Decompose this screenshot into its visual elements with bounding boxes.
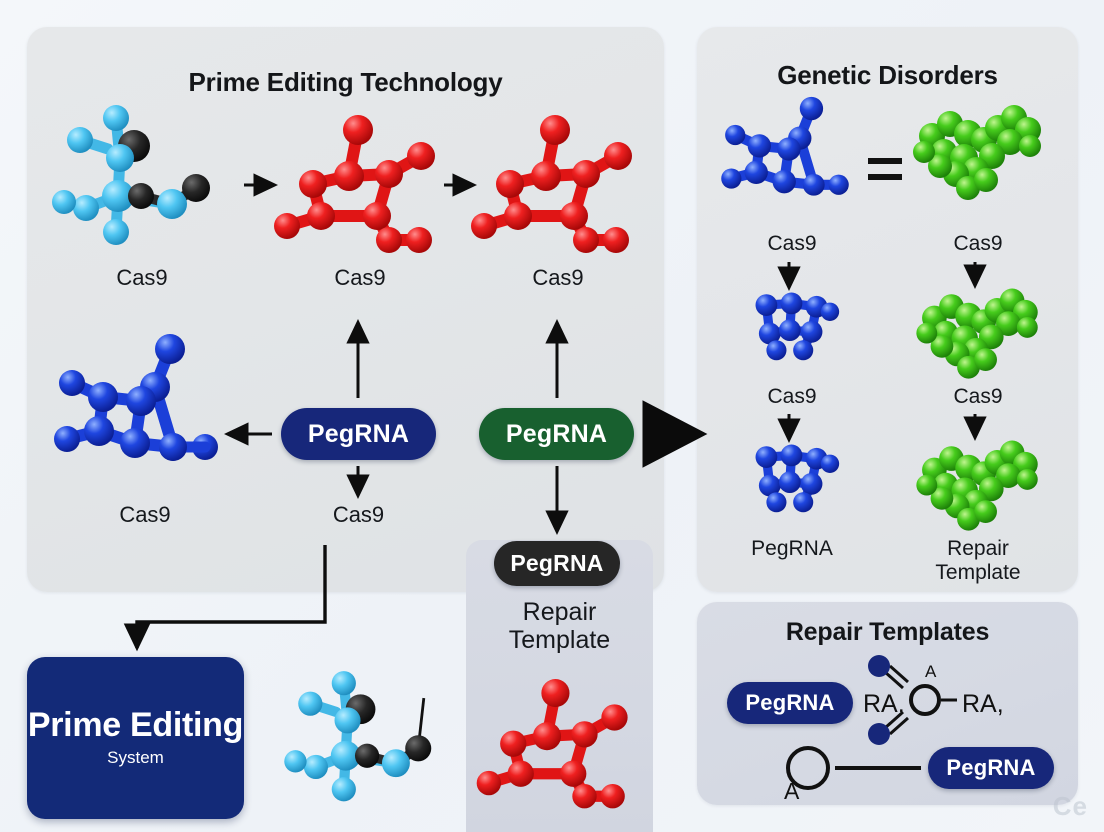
molecule-blue-cluster-2 (748, 442, 840, 514)
molecule-blue-cluster-1 (748, 290, 840, 362)
pill-pegrna-green[interactable]: PegRNA (479, 408, 634, 460)
panel-title-repair-templates: Repair Templates (785, 618, 990, 646)
caption-right-green-3: Repair Template (935, 537, 1021, 584)
caption-cas9-1: Cas9 (116, 265, 168, 290)
caption-cas9-3: Cas9 (532, 265, 584, 290)
caption-right-green-1: Cas9 (953, 232, 1003, 255)
caption-right-blue-1: Cas9 (767, 232, 817, 255)
caption-cas9-under-navy: Cas9 (332, 502, 385, 527)
molecule-blue-large-1 (721, 88, 862, 224)
caption-right-blue-2: Cas9 (767, 385, 817, 408)
label-ra-right: RA, (962, 690, 1004, 718)
pill-pegrna-rt-left-label: PegRNA (745, 690, 835, 715)
watermark: Ce (1052, 791, 1088, 821)
caption-cas9-2: Cas9 (334, 265, 386, 290)
box-prime-editing-system[interactable]: Prime Editing System (27, 657, 244, 819)
pill-pegrna-rt-right[interactable]: PegRNA (928, 747, 1054, 789)
caption-repair-template-mid: Repair Template (508, 598, 611, 654)
molecule-cas9-red-1 (274, 104, 445, 254)
box-title: Prime Editing (27, 705, 244, 744)
box-subtitle: System (107, 748, 164, 768)
label-atom-a-bottom: A (784, 778, 800, 804)
panel-title-genetic-disorders: Genetic Disorders (777, 60, 998, 90)
molecule-repair-template-red (476, 664, 637, 814)
molecule-green-cluster-1 (910, 96, 1046, 212)
label-atom-a: A (925, 662, 937, 681)
molecule-green-cluster-3 (910, 432, 1046, 542)
pill-pegrna-black-label: PegRNA (510, 550, 604, 576)
pill-pegrna-navy[interactable]: PegRNA (281, 408, 436, 460)
pill-pegrna-green-label: PegRNA (505, 419, 608, 448)
caption-cas9-blue: Cas9 (119, 502, 171, 527)
pill-pegrna-rt-left[interactable]: PegRNA (727, 682, 853, 724)
pill-pegrna-rt-right-label: PegRNA (946, 755, 1036, 780)
molecule-green-cluster-2 (910, 280, 1046, 390)
molecule-cas9-red-2 (471, 104, 642, 254)
pill-pegrna-black[interactable]: PegRNA (494, 541, 620, 586)
label-ra-left: RA, (863, 690, 905, 718)
caption-right-blue-3: PegRNA (751, 537, 833, 560)
molecule-cas9-cyan-black (52, 96, 228, 246)
molecule-cas9-blue (54, 334, 235, 485)
molecule-bottom-cyan-black (284, 660, 448, 805)
panel-title-prime-editing: Prime Editing Technology (188, 67, 503, 97)
pill-pegrna-navy-label: PegRNA (307, 419, 410, 448)
caption-right-green-2: Cas9 (953, 385, 1003, 408)
